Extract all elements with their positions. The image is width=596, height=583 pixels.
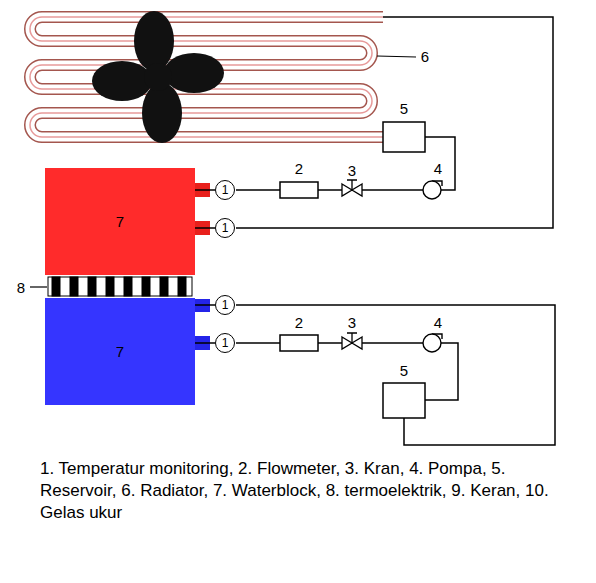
fan-blade — [142, 83, 182, 143]
waterblock-hot: 7 — [45, 168, 195, 275]
node-text: 1 — [222, 299, 229, 311]
module-frame — [48, 277, 192, 296]
node-text: 1 — [222, 184, 229, 196]
node-text: 7 — [116, 344, 124, 359]
valve-symbol — [342, 180, 362, 196]
reservoir — [383, 122, 425, 152]
callout-number: 5 — [400, 101, 408, 116]
pipe-connector — [195, 304, 215, 306]
callout-number: 5 — [400, 363, 408, 378]
flowmeter — [280, 182, 318, 198]
fan — [92, 11, 224, 143]
module-cell — [70, 277, 78, 296]
leader-line — [30, 286, 47, 287]
module-cell — [52, 277, 60, 296]
pipe-connector — [195, 342, 215, 344]
coil-core — [30, 17, 383, 137]
node-text: 1 — [222, 222, 229, 234]
pipe — [318, 189, 342, 191]
waterblock-cold: 7 — [45, 298, 195, 405]
callout-number: 6 — [421, 49, 429, 64]
pump-symbol — [423, 181, 442, 199]
callout-number: 4 — [434, 161, 442, 176]
pipe-connector — [195, 189, 215, 191]
valve-symbol — [342, 333, 362, 349]
fan-blade — [92, 61, 152, 101]
module-cell — [178, 277, 186, 296]
temperature-sensor: 1 — [215, 218, 235, 238]
valve-handle — [347, 180, 357, 190]
flowmeter — [280, 335, 318, 351]
pipes-lower — [236, 305, 555, 445]
pipe — [362, 342, 423, 344]
pipe — [236, 189, 280, 191]
node-text: 7 — [116, 214, 124, 229]
pipes-upper — [236, 17, 553, 228]
leader-line — [377, 56, 416, 57]
module-cell — [124, 277, 132, 296]
caption: 1. Temperatur monitoring, 2. Flowmeter, … — [40, 458, 575, 524]
callout-number: 8 — [17, 280, 25, 295]
module-cell — [106, 277, 114, 296]
pipe — [236, 305, 555, 445]
pump-body — [423, 334, 441, 352]
callout-number: 3 — [348, 315, 356, 330]
pipe-connector — [195, 227, 215, 229]
module-cell — [88, 277, 96, 296]
fan-blade — [164, 53, 224, 93]
module-cell — [142, 277, 150, 296]
thermoelectric-module — [48, 277, 192, 296]
callout-number: 2 — [295, 315, 303, 330]
radiator-coil — [30, 17, 383, 137]
temperature-sensor: 1 — [215, 333, 235, 353]
pump-body — [423, 181, 441, 199]
valve-handle — [347, 333, 357, 343]
fan-blade — [134, 11, 174, 71]
pipe — [236, 17, 553, 228]
pipe — [362, 189, 423, 191]
pipe — [318, 342, 342, 344]
coil-tube — [30, 17, 383, 137]
coil-inner — [30, 17, 383, 137]
node-text: 1 — [222, 337, 229, 349]
temperature-sensor: 1 — [215, 180, 235, 200]
module-cell — [160, 277, 168, 296]
callout-number: 2 — [295, 161, 303, 176]
callout-number: 3 — [348, 163, 356, 178]
pipe — [236, 342, 280, 344]
pump-symbol — [423, 334, 442, 352]
fan-hub — [144, 63, 172, 91]
callout-number: 4 — [434, 315, 442, 330]
temperature-sensor: 1 — [215, 295, 235, 315]
reservoir — [383, 383, 425, 418]
